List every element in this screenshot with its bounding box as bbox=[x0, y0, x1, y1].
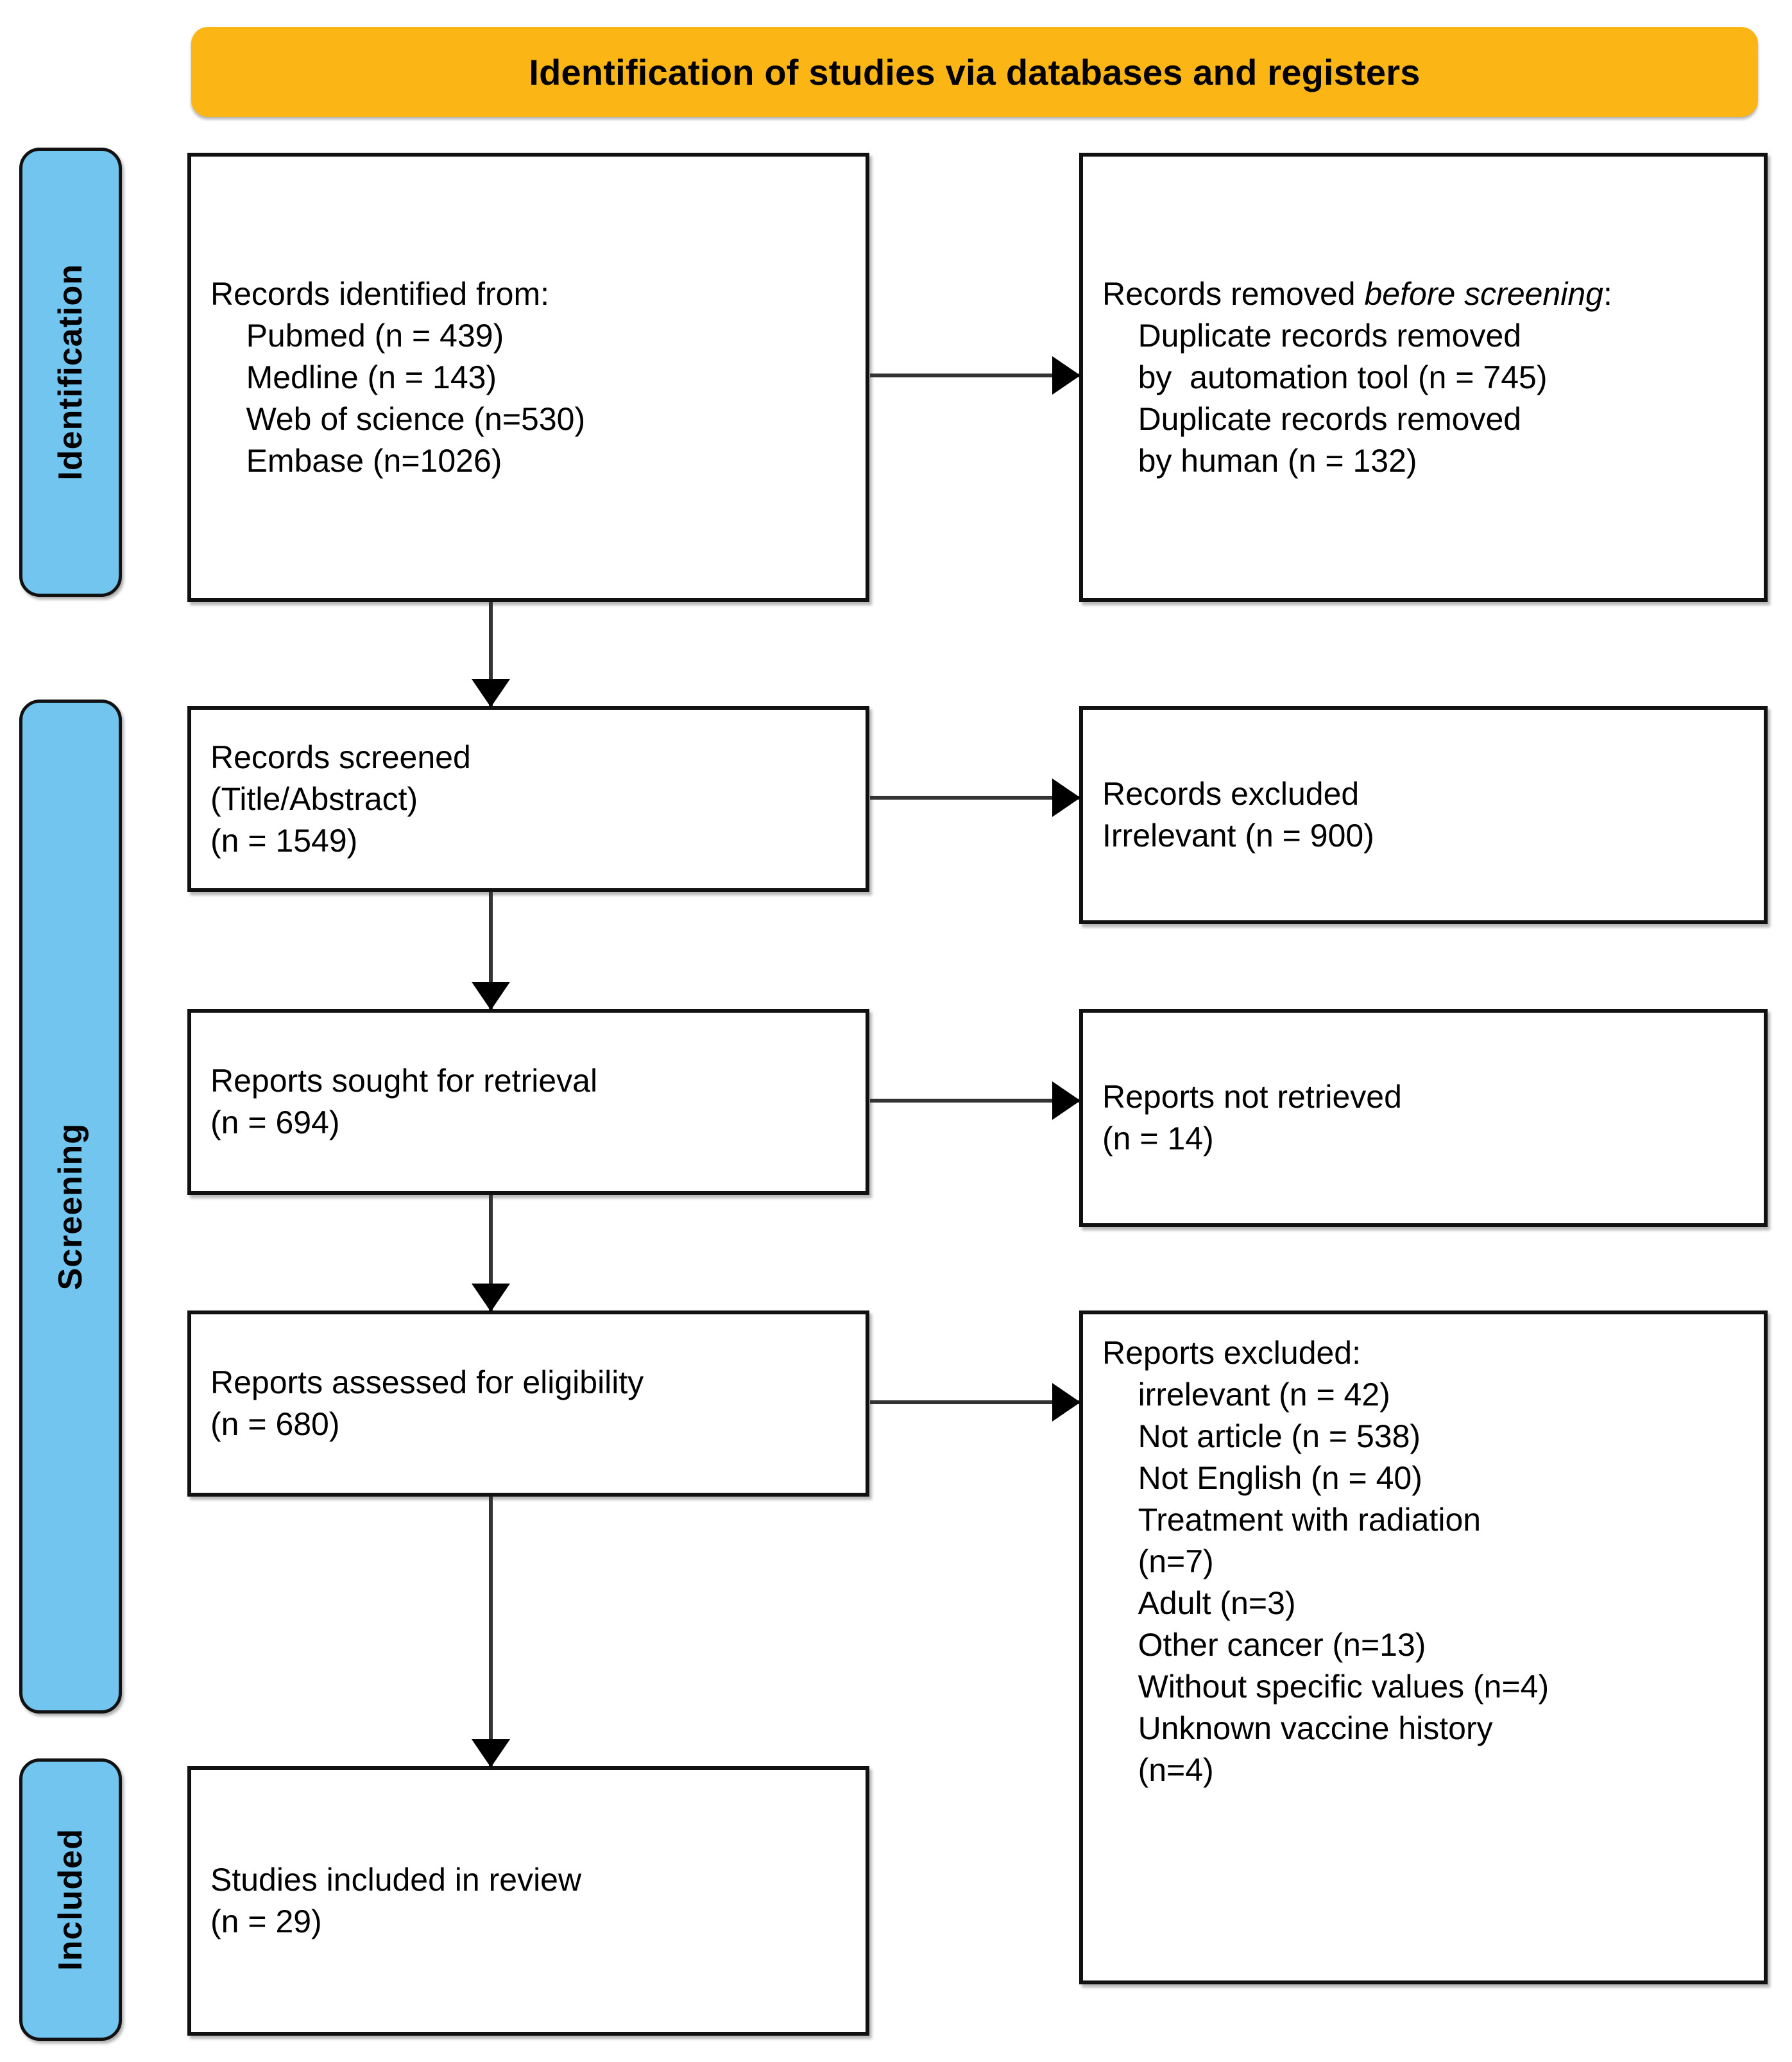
arrow-right-identified-to-removed bbox=[870, 374, 1079, 377]
reports-assessed-text: Reports assessed for eligibility (n = 68… bbox=[210, 1364, 644, 1442]
records-screened-text: Records screened (Title/Abstract) (n = 1… bbox=[210, 739, 471, 859]
box-reports-not-retrieved: Reports not retrieved (n = 14) bbox=[1079, 1009, 1768, 1227]
arrow-right-screened-to-excluded bbox=[870, 796, 1079, 800]
arrow-down-screened-to-sought bbox=[489, 892, 493, 1009]
records-removed-heading: Records removed before screening: bbox=[1102, 273, 1745, 315]
box-records-removed-before-screening: Records removed before screening: Duplic… bbox=[1079, 153, 1768, 602]
box-studies-included-in-review: Studies included in review (n = 29) bbox=[187, 1766, 869, 2036]
diagram-header-banner: Identification of studies via databases … bbox=[191, 27, 1758, 117]
arrow-right-assessed-to-excluded bbox=[870, 1400, 1079, 1404]
stage-label-included: Included bbox=[19, 1758, 122, 2041]
stage-label-identification-text: Identification bbox=[52, 264, 89, 481]
diagram-title: Identification of studies via databases … bbox=[529, 51, 1421, 92]
records-removed-heading-post: : bbox=[1603, 275, 1612, 312]
stage-label-screening: Screening bbox=[19, 700, 122, 1714]
box-records-screened: Records screened (Title/Abstract) (n = 1… bbox=[187, 706, 869, 892]
stage-label-screening-text: Screening bbox=[52, 1122, 89, 1291]
reports-excluded-text: Reports excluded: irrelevant (n = 42) No… bbox=[1102, 1335, 1549, 1788]
box-reports-sought-for-retrieval: Reports sought for retrieval (n = 694) bbox=[187, 1009, 869, 1195]
stage-label-identification: Identification bbox=[19, 148, 122, 597]
records-removed-heading-pre: Records removed bbox=[1102, 275, 1365, 312]
records-excluded-text: Records excluded Irrelevant (n = 900) bbox=[1102, 776, 1374, 854]
box-reports-assessed-for-eligibility: Reports assessed for eligibility (n = 68… bbox=[187, 1310, 869, 1497]
studies-included-text: Studies included in review (n = 29) bbox=[210, 1862, 582, 1939]
box-reports-excluded: Reports excluded: irrelevant (n = 42) No… bbox=[1079, 1310, 1768, 1984]
records-identified-text: Records identified from: Pubmed (n = 439… bbox=[210, 275, 586, 479]
records-removed-heading-italic: before screening bbox=[1364, 275, 1603, 312]
box-records-excluded: Records excluded Irrelevant (n = 900) bbox=[1079, 706, 1768, 924]
stage-label-included-text: Included bbox=[52, 1828, 89, 1971]
reports-not-retrieved-text: Reports not retrieved (n = 14) bbox=[1102, 1079, 1402, 1156]
arrow-down-sought-to-assessed bbox=[489, 1195, 493, 1310]
box-records-identified: Records identified from: Pubmed (n = 439… bbox=[187, 153, 869, 602]
records-removed-body: Duplicate records removed by automation … bbox=[1138, 317, 1548, 479]
arrow-down-identified-to-screened bbox=[489, 602, 493, 706]
arrow-right-sought-to-not-retrieved bbox=[870, 1099, 1079, 1103]
arrow-down-assessed-to-included bbox=[489, 1497, 493, 1766]
reports-sought-text: Reports sought for retrieval (n = 694) bbox=[210, 1063, 598, 1140]
